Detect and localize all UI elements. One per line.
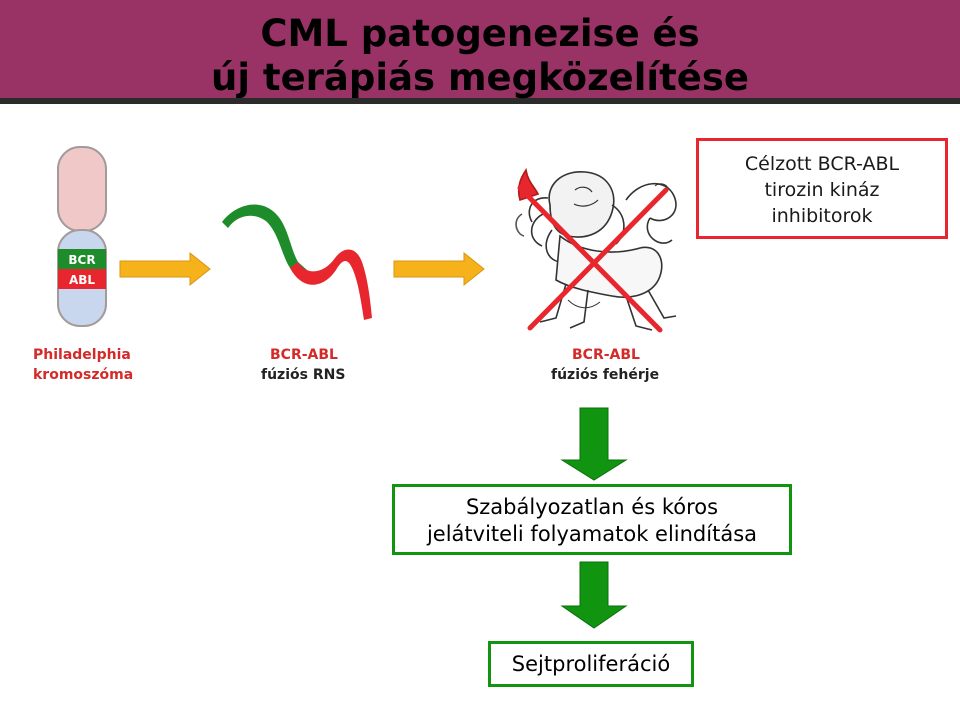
inhibitor-line-3: inhibitorok xyxy=(699,203,945,229)
inhibitor-line-1: Célzott BCR-ABL xyxy=(699,151,945,177)
green-arrow-down-icon xyxy=(562,562,626,628)
protein-caption-line-1: BCR-ABL xyxy=(572,346,640,365)
abl-label: ABL xyxy=(69,273,95,287)
chromosome-caption-line-1: Philadelphia xyxy=(33,346,131,365)
yellow-arrow-right-icon xyxy=(394,253,484,285)
chromosome-upper-arm xyxy=(58,147,106,231)
green-arrow-down-icon xyxy=(562,408,626,480)
cell-proliferation-box: Sejtproliferáció xyxy=(488,641,694,687)
chimera-protein-icon xyxy=(516,170,676,330)
rna-caption-line-2: fúziós RNS xyxy=(261,366,345,385)
yellow-arrow-right-icon xyxy=(120,253,210,285)
tki-inhibitor-box: Célzott BCR-ABL tirozin kináz inhibitoro… xyxy=(696,138,948,239)
chromosome-caption-line-2: kromoszóma xyxy=(33,366,133,385)
bcr-label: BCR xyxy=(68,253,95,267)
rna-caption-line-1: BCR-ABL xyxy=(270,346,338,365)
signal-line-1: Szabályozatlan és kóros xyxy=(395,494,789,521)
protein-caption-line-2: fúziós fehérje xyxy=(551,366,659,385)
signal-line-2: jelátviteli folyamatok elindítása xyxy=(395,521,789,548)
signal-transduction-box: Szabályozatlan és kóros jelátviteli foly… xyxy=(392,484,792,555)
philadelphia-chromosome: BCR ABL xyxy=(58,147,106,326)
proliferation-label: Sejtproliferáció xyxy=(491,651,691,678)
inhibitor-line-2: tirozin kináz xyxy=(699,177,945,203)
fusion-rna-ribbon-icon xyxy=(222,205,372,320)
